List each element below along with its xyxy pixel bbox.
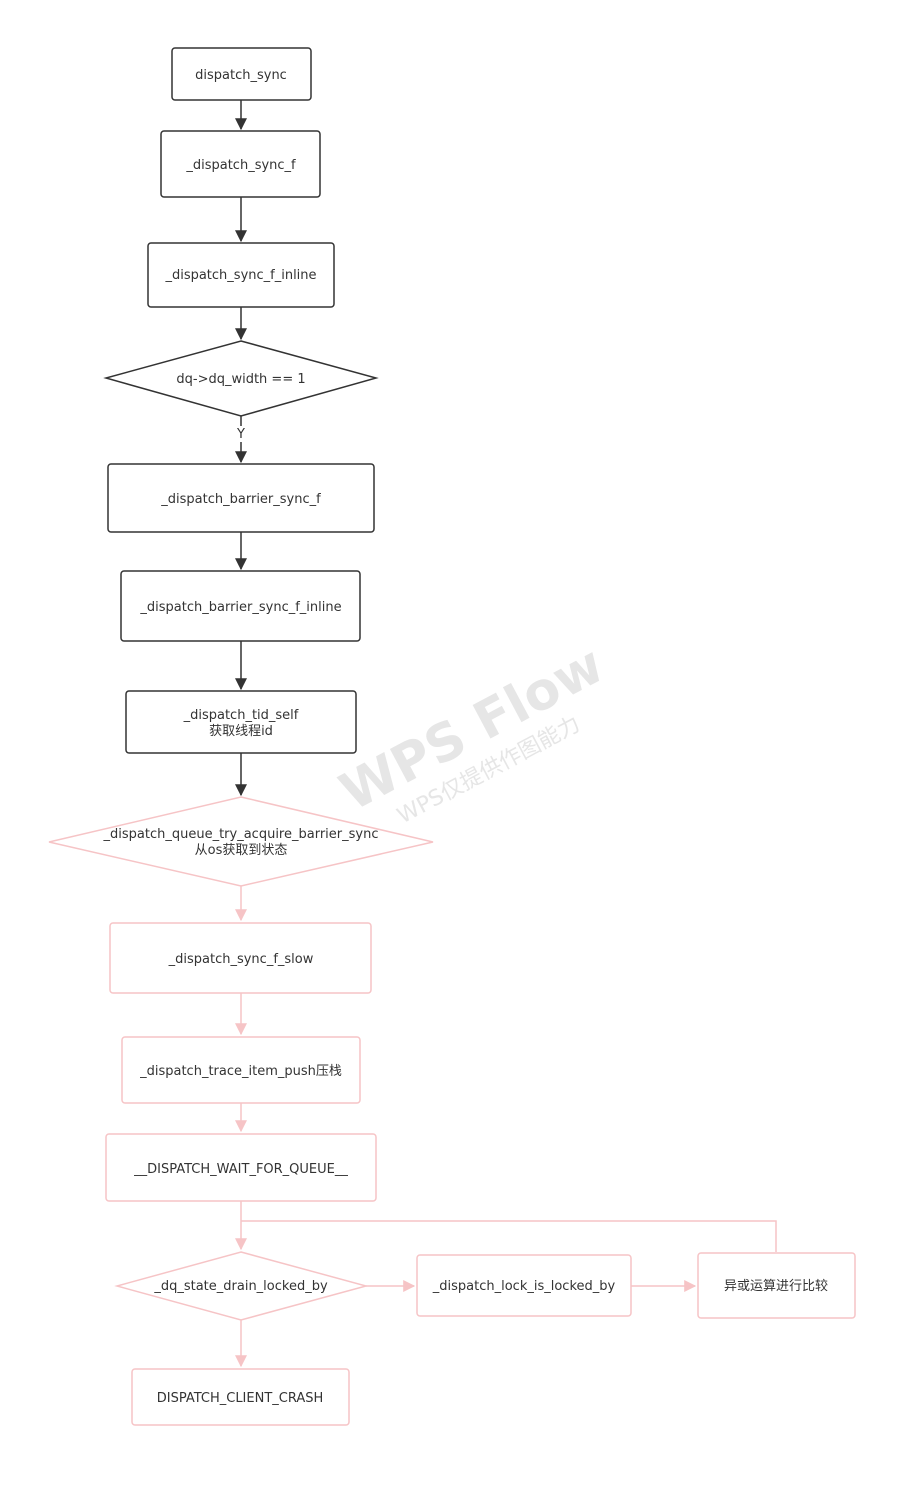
- wait-for-queue-node: __DISPATCH_WAIT_FOR_QUEUE__: [105, 1133, 377, 1202]
- try-acquire-decision: _dispatch_queue_try_acquire_barrier_sync…: [48, 796, 434, 887]
- dispatch-sync-f-label: _dispatch_sync_f: [185, 158, 296, 173]
- xor-compare-node: 异或运算进行比较: [697, 1252, 856, 1319]
- client-crash-label: DISPATCH_CLIENT_CRASH: [157, 1391, 324, 1406]
- sync-f-slow-node: _dispatch_sync_f_slow: [109, 922, 372, 994]
- try-acquire-label-line1: _dispatch_queue_try_acquire_barrier_sync: [103, 827, 379, 842]
- width-check-label: dq->dq_width == 1: [176, 372, 305, 387]
- trace-item-push-node: _dispatch_trace_item_push压栈: [121, 1036, 361, 1104]
- drain-locked-by-label: _dq_state_drain_locked_by: [153, 1279, 328, 1294]
- width-check-decision: dq->dq_width == 1: [103, 340, 379, 417]
- watermark: WPS Flow WPS仅提供作图能力: [331, 635, 614, 829]
- barrier-sync-f-inline-node: _dispatch_barrier_sync_f_inline: [120, 570, 361, 642]
- dispatch-sync-label: dispatch_sync: [195, 68, 287, 83]
- tid-self-label-line1: _dispatch_tid_self: [183, 708, 299, 723]
- wait-for-queue-label: __DISPATCH_WAIT_FOR_QUEUE__: [133, 1162, 348, 1177]
- tid-self-node: _dispatch_tid_self 获取线程id: [125, 690, 357, 754]
- light-connectors: [235, 886, 777, 1368]
- tid-self-label-line2: 获取线程id: [209, 724, 273, 739]
- trace-item-push-label: _dispatch_trace_item_push压栈: [139, 1064, 342, 1079]
- barrier-sync-f-label: _dispatch_barrier_sync_f: [160, 492, 321, 507]
- barrier-sync-f-inline-label: _dispatch_barrier_sync_f_inline: [139, 600, 341, 615]
- try-acquire-label-line2: 从os获取到状态: [195, 843, 288, 858]
- xor-compare-label: 异或运算进行比较: [724, 1279, 828, 1294]
- edge-xor-loop-back: [241, 1220, 777, 1252]
- dispatch-sync-f-inline-label: _dispatch_sync_f_inline: [164, 268, 316, 283]
- barrier-sync-f-node: _dispatch_barrier_sync_f: [107, 463, 375, 533]
- width-check-yes-label: Y: [236, 427, 245, 442]
- sync-f-slow-label: _dispatch_sync_f_slow: [168, 952, 314, 967]
- dispatch-sync-node: dispatch_sync: [171, 47, 312, 101]
- drain-locked-by-decision: _dq_state_drain_locked_by: [114, 1251, 369, 1321]
- lock-is-locked-by-node: _dispatch_lock_is_locked_by: [416, 1254, 632, 1317]
- dispatch-sync-f-inline-node: _dispatch_sync_f_inline: [147, 242, 335, 308]
- dispatch-sync-f-node: _dispatch_sync_f: [160, 130, 321, 198]
- lock-is-locked-by-label: _dispatch_lock_is_locked_by: [432, 1279, 616, 1294]
- client-crash-node: DISPATCH_CLIENT_CRASH: [131, 1368, 350, 1426]
